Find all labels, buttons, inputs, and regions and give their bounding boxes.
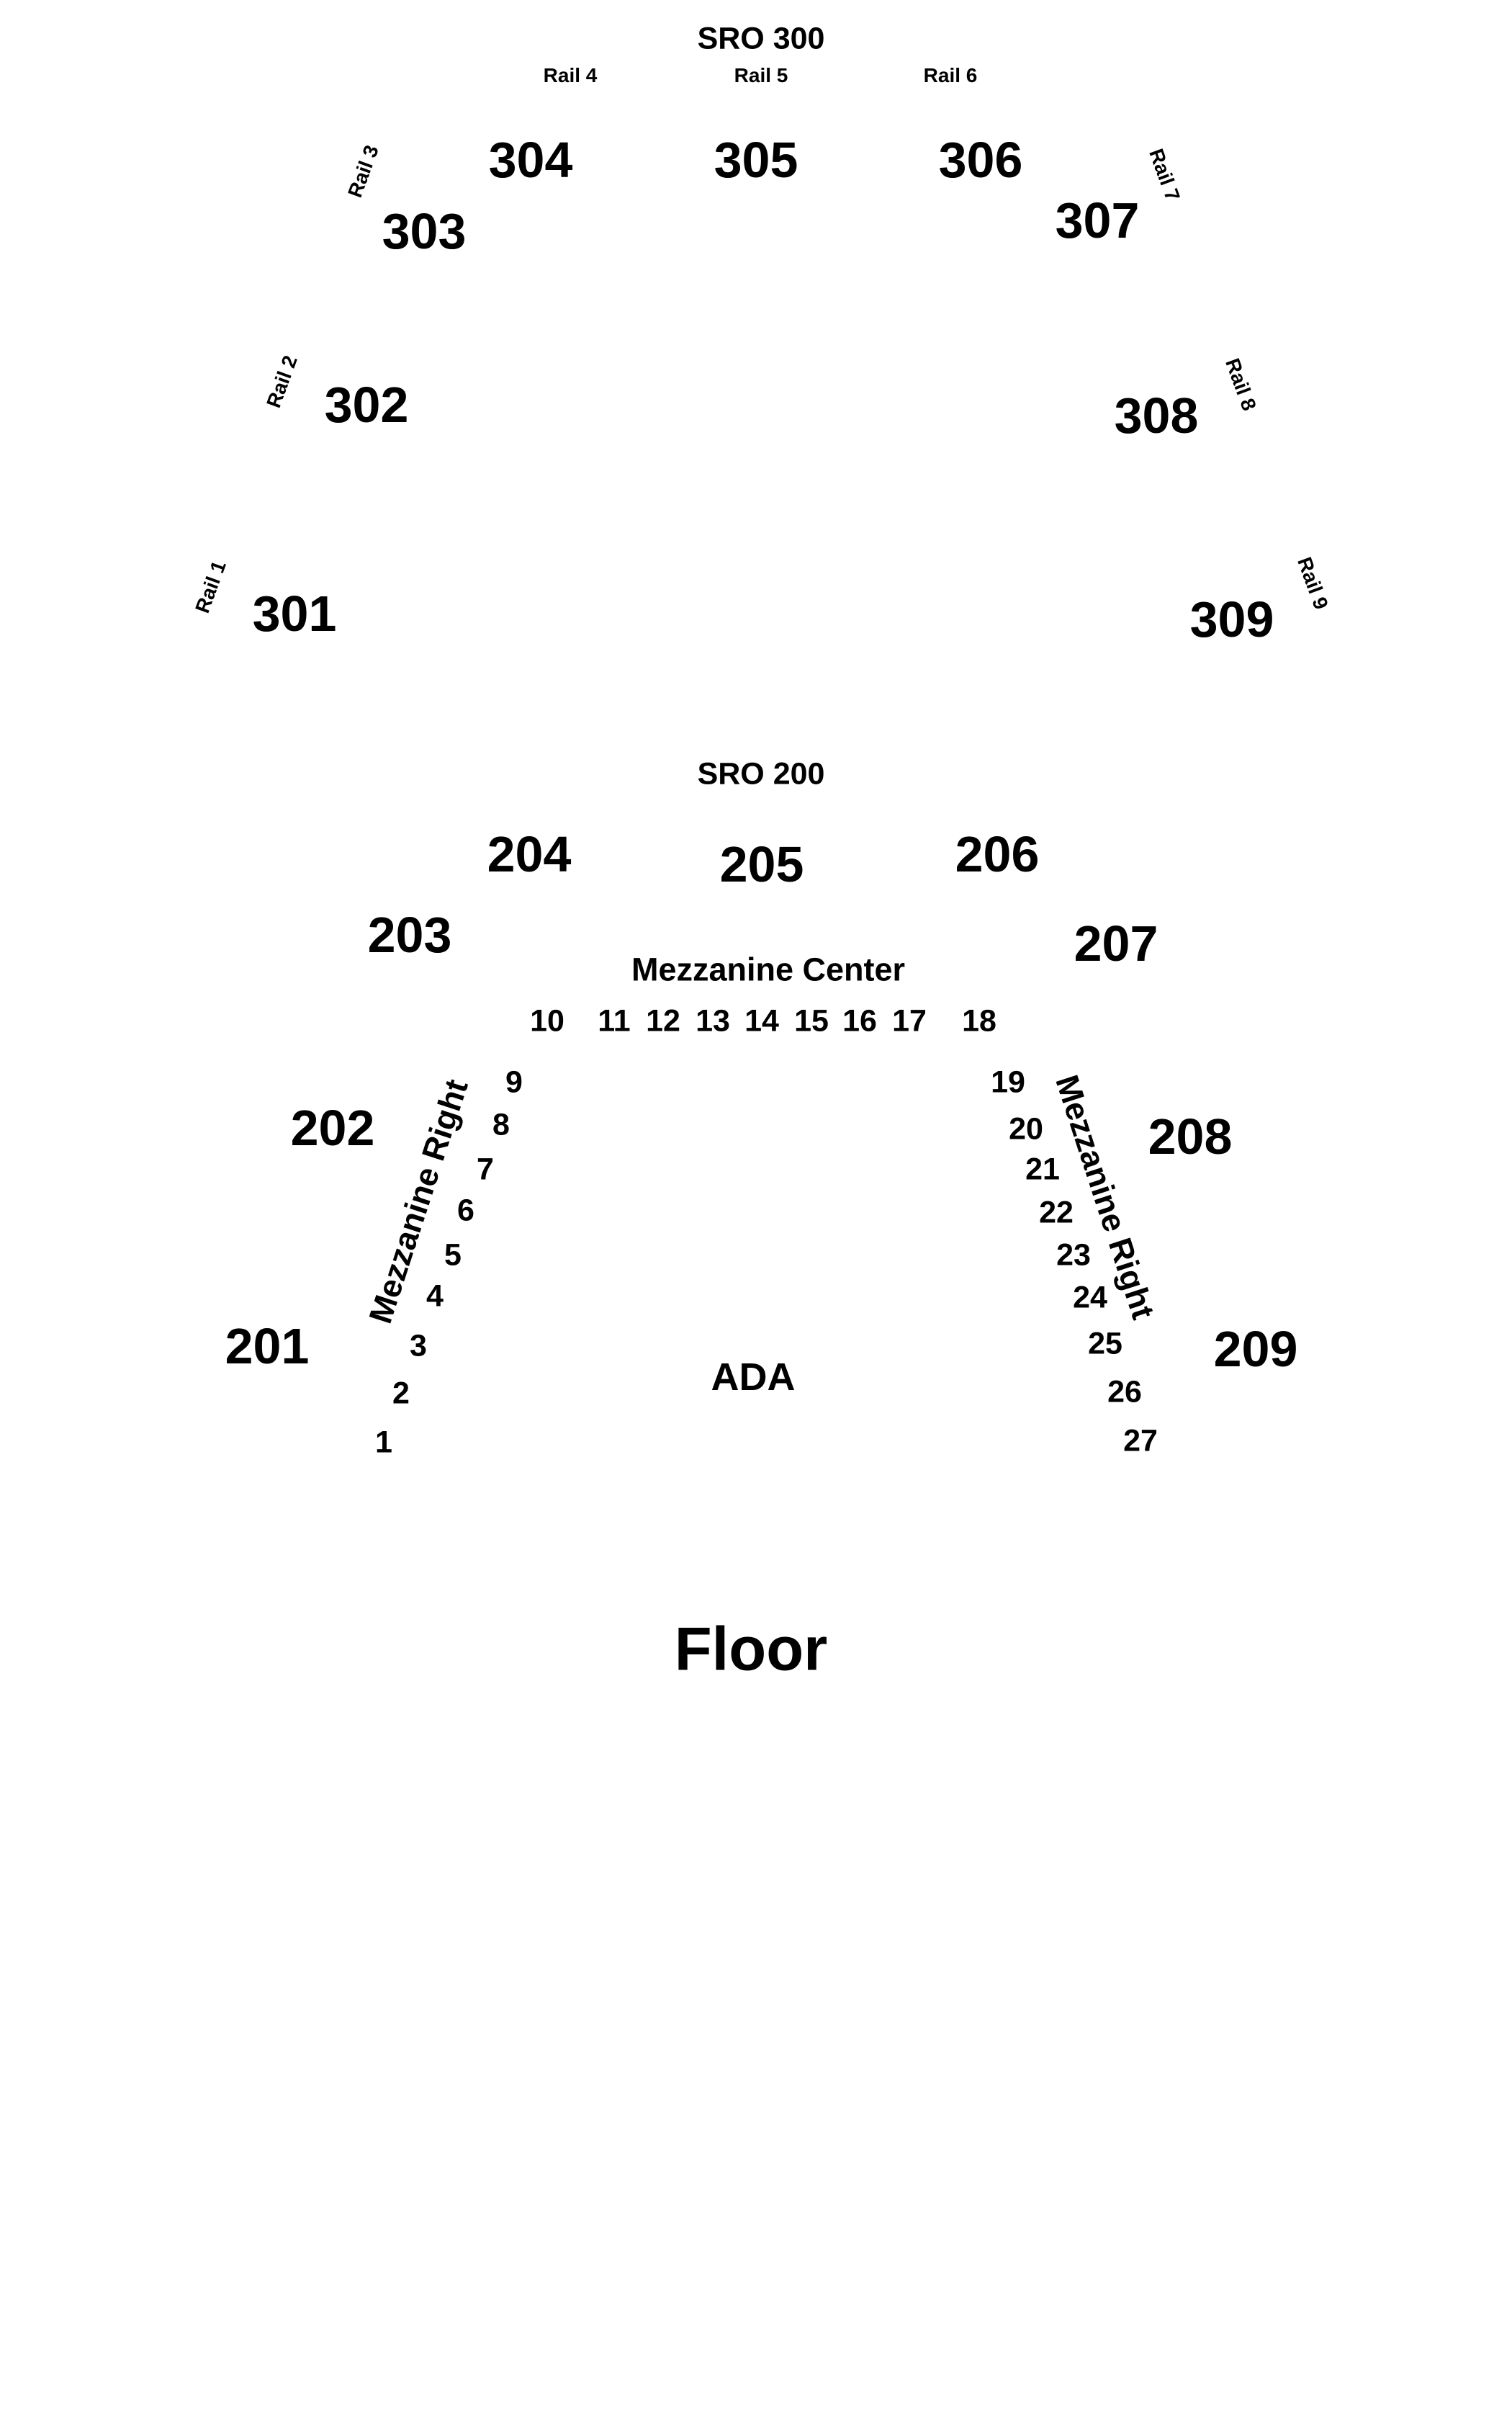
section-302[interactable]: 302 xyxy=(324,377,409,433)
mezzanine-box-8[interactable]: 8 xyxy=(492,1107,510,1142)
section-307[interactable]: 307 xyxy=(1055,192,1140,248)
mezzanine-box-13[interactable]: 13 xyxy=(696,1003,730,1039)
section-202[interactable]: 202 xyxy=(290,1100,375,1156)
section-303[interactable]: 303 xyxy=(382,203,467,259)
rail-2-label[interactable]: Rail 2 xyxy=(262,352,302,411)
rail-7-label[interactable]: Rail 7 xyxy=(1145,145,1184,205)
mezzanine-box-17[interactable]: 17 xyxy=(892,1003,927,1039)
mezzanine-box-24[interactable]: 24 xyxy=(1073,1280,1107,1315)
mezzanine-box-23[interactable]: 23 xyxy=(1056,1237,1091,1273)
section-309[interactable]: 309 xyxy=(1189,591,1274,647)
mezzanine-box-22[interactable]: 22 xyxy=(1039,1195,1074,1230)
section-304[interactable]: 304 xyxy=(488,132,573,188)
rail-5-label[interactable]: Rail 5 xyxy=(734,64,788,86)
mezzanine-center-label: Mezzanine Center xyxy=(631,951,906,988)
section-308[interactable]: 308 xyxy=(1114,387,1199,444)
mezzanine-box-5[interactable]: 5 xyxy=(444,1237,462,1273)
mezzanine-box-14[interactable]: 14 xyxy=(744,1003,779,1039)
section-205[interactable]: 205 xyxy=(719,836,804,892)
section-301[interactable]: 301 xyxy=(252,586,337,642)
mezzanine-box-16[interactable]: 16 xyxy=(842,1003,877,1039)
section-209[interactable]: 209 xyxy=(1213,1321,1298,1377)
section-306[interactable]: 306 xyxy=(938,132,1023,188)
section-206[interactable]: 206 xyxy=(955,826,1040,882)
section-208[interactable]: 208 xyxy=(1148,1108,1233,1165)
mezzanine-box-6[interactable]: 6 xyxy=(457,1193,474,1228)
mezzanine-box-15[interactable]: 15 xyxy=(794,1003,829,1039)
mezzanine-box-25[interactable]: 25 xyxy=(1088,1326,1122,1361)
ada-section-label[interactable]: ADA xyxy=(711,1355,796,1399)
section-201[interactable]: 201 xyxy=(225,1318,310,1374)
rail-9-label[interactable]: Rail 9 xyxy=(1293,554,1333,613)
mezzanine-box-1[interactable]: 1 xyxy=(375,1425,392,1460)
mezzanine-box-19[interactable]: 19 xyxy=(991,1065,1025,1100)
section-207[interactable]: 207 xyxy=(1074,915,1158,972)
section-204[interactable]: 204 xyxy=(487,826,572,882)
mezzanine-box-10[interactable]: 10 xyxy=(530,1003,564,1039)
mezzanine-box-4[interactable]: 4 xyxy=(426,1278,444,1314)
section-203[interactable]: 203 xyxy=(367,907,452,963)
mezzanine-box-3[interactable]: 3 xyxy=(410,1328,427,1363)
sro-300-label: SRO 300 xyxy=(697,21,825,56)
mezzanine-box-26[interactable]: 26 xyxy=(1107,1374,1142,1410)
mezzanine-box-2[interactable]: 2 xyxy=(392,1376,410,1411)
mezzanine-box-11[interactable]: 11 xyxy=(598,1003,631,1039)
mezzanine-box-20[interactable]: 20 xyxy=(1009,1111,1043,1147)
rail-4-label[interactable]: Rail 4 xyxy=(543,64,598,86)
rail-8-label[interactable]: Rail 8 xyxy=(1221,355,1261,414)
mezzanine-box-9[interactable]: 9 xyxy=(505,1065,523,1100)
rail-1-label[interactable]: Rail 1 xyxy=(191,557,230,617)
mezzanine-box-12[interactable]: 12 xyxy=(646,1003,680,1039)
mezzanine-box-27[interactable]: 27 xyxy=(1123,1423,1158,1458)
sro-200-label: SRO 200 xyxy=(697,756,825,792)
rail-3-label[interactable]: Rail 3 xyxy=(343,142,383,201)
mezzanine-box-18[interactable]: 18 xyxy=(962,1003,996,1039)
mezzanine-box-21[interactable]: 21 xyxy=(1025,1152,1060,1187)
mezzanine-box-7[interactable]: 7 xyxy=(477,1152,494,1187)
section-305[interactable]: 305 xyxy=(714,132,798,188)
floor-label[interactable]: Floor xyxy=(674,1615,828,1684)
rail-6-label[interactable]: Rail 6 xyxy=(923,64,978,86)
